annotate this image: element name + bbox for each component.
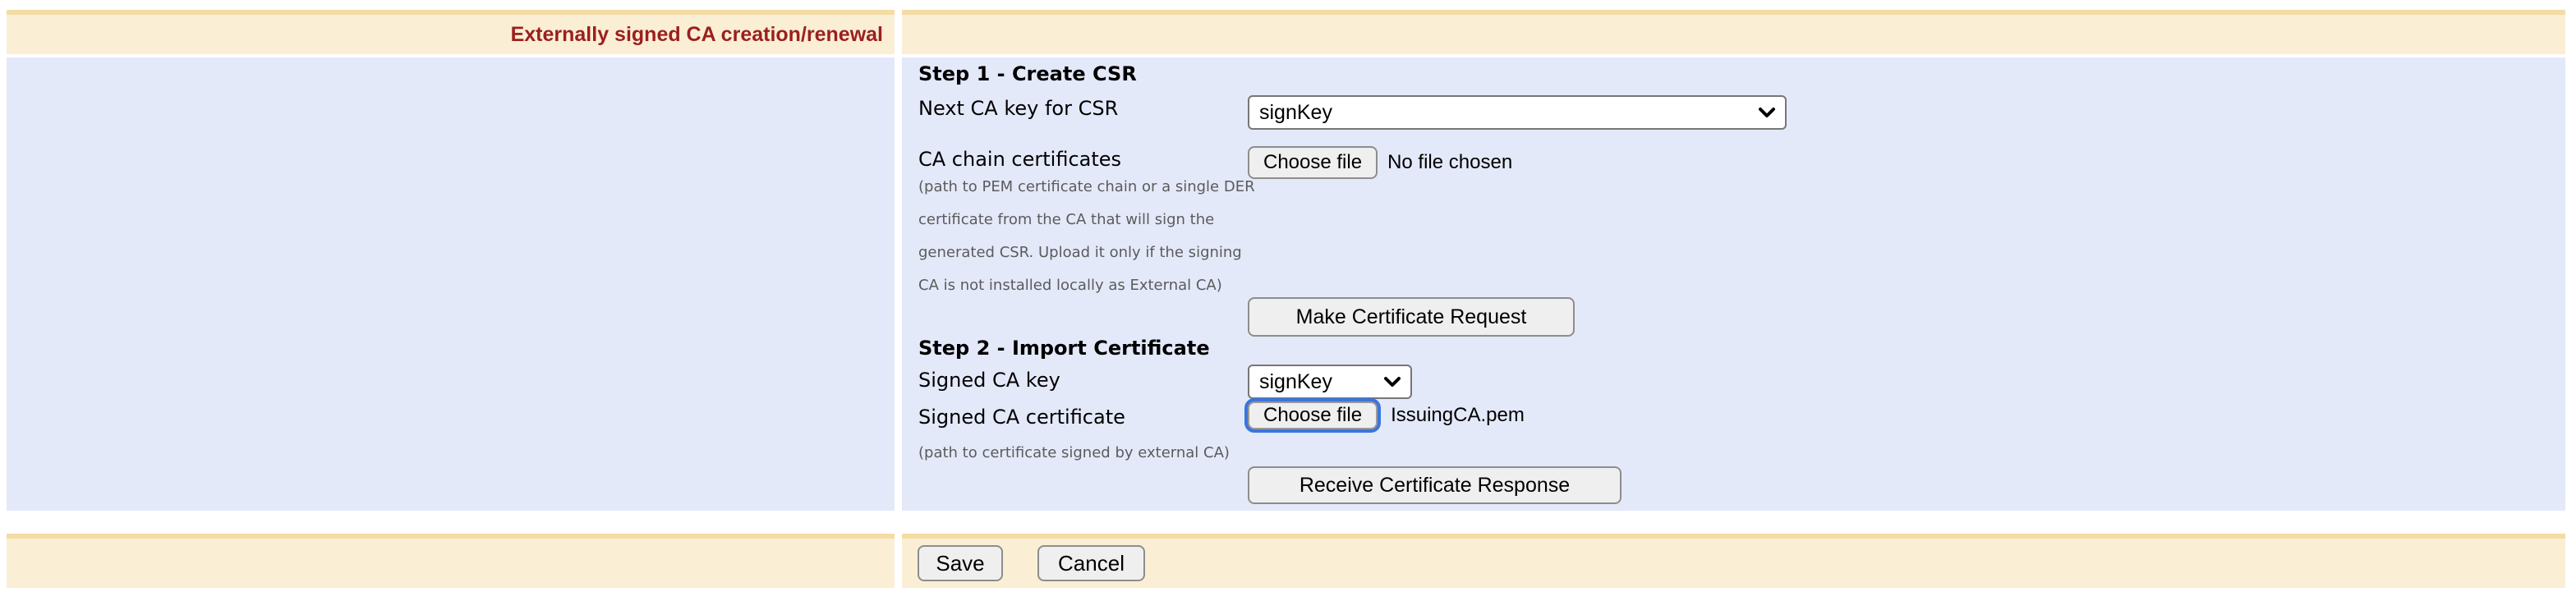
- cancel-button[interactable]: Cancel: [1037, 545, 1145, 581]
- signed-ca-cert-label: Signed CA certificate: [918, 406, 1125, 429]
- step2-heading: Step 2 - Import Certificate: [918, 337, 1210, 360]
- next-ca-key-select[interactable]: signKey: [1248, 95, 1787, 130]
- signed-ca-key-select-wrap: signKey: [1248, 365, 1412, 399]
- ca-chain-help-line: CA is not installed locally as External …: [918, 277, 1222, 294]
- step1-heading: Step 1 - Create CSR: [918, 62, 1137, 85]
- page-title: Externally signed CA creation/renewal: [510, 22, 883, 46]
- footer-left-cell: [7, 534, 895, 588]
- form-area: Step 1 - Create CSR Next CA key for CSR …: [902, 57, 2565, 511]
- receive-certificate-response-button[interactable]: Receive Certificate Response: [1248, 466, 1622, 504]
- ca-chain-help-line: (path to PEM certificate chain or a sing…: [918, 178, 1255, 195]
- save-button[interactable]: Save: [918, 545, 1003, 581]
- ca-chain-help-text: (path to PEM certificate chain or a sing…: [918, 171, 1255, 302]
- ca-chain-file-input: Choose file No file chosen: [1248, 146, 1512, 179]
- ca-chain-label: CA chain certificates: [918, 148, 1122, 171]
- ca-chain-choose-file-button[interactable]: Choose file: [1248, 146, 1378, 179]
- next-ca-key-select-wrap: signKey: [1248, 95, 1787, 130]
- signed-ca-key-label: Signed CA key: [918, 369, 1060, 392]
- header-right-cell: [902, 10, 2565, 54]
- signed-ca-key-select[interactable]: signKey: [1248, 365, 1412, 399]
- signed-ca-cert-filename: IssuingCA.pem: [1391, 404, 1525, 426]
- make-certificate-request-button[interactable]: Make Certificate Request: [1248, 297, 1575, 337]
- signed-ca-cert-file-input: Choose file IssuingCA.pem: [1244, 398, 1525, 433]
- save-cancel-bar: Save Cancel: [7, 534, 2565, 588]
- header-left-cell: Externally signed CA creation/renewal: [7, 10, 895, 54]
- ca-chain-file-status: No file chosen: [1387, 151, 1513, 173]
- signed-ca-cert-choose-file-button[interactable]: Choose file: [1248, 401, 1378, 429]
- body-left-cell: [7, 57, 895, 511]
- signed-ca-cert-help-text: (path to certificate signed by external …: [918, 444, 1230, 461]
- ca-creation-table: Externally signed CA creation/renewal St…: [7, 10, 2565, 511]
- footer-right-cell: Save Cancel: [902, 534, 2565, 588]
- next-ca-key-label: Next CA key for CSR: [918, 97, 1119, 120]
- ca-chain-help-line: certificate from the CA that will sign t…: [918, 211, 1215, 228]
- ca-chain-help-line: generated CSR. Upload it only if the sig…: [918, 244, 1242, 261]
